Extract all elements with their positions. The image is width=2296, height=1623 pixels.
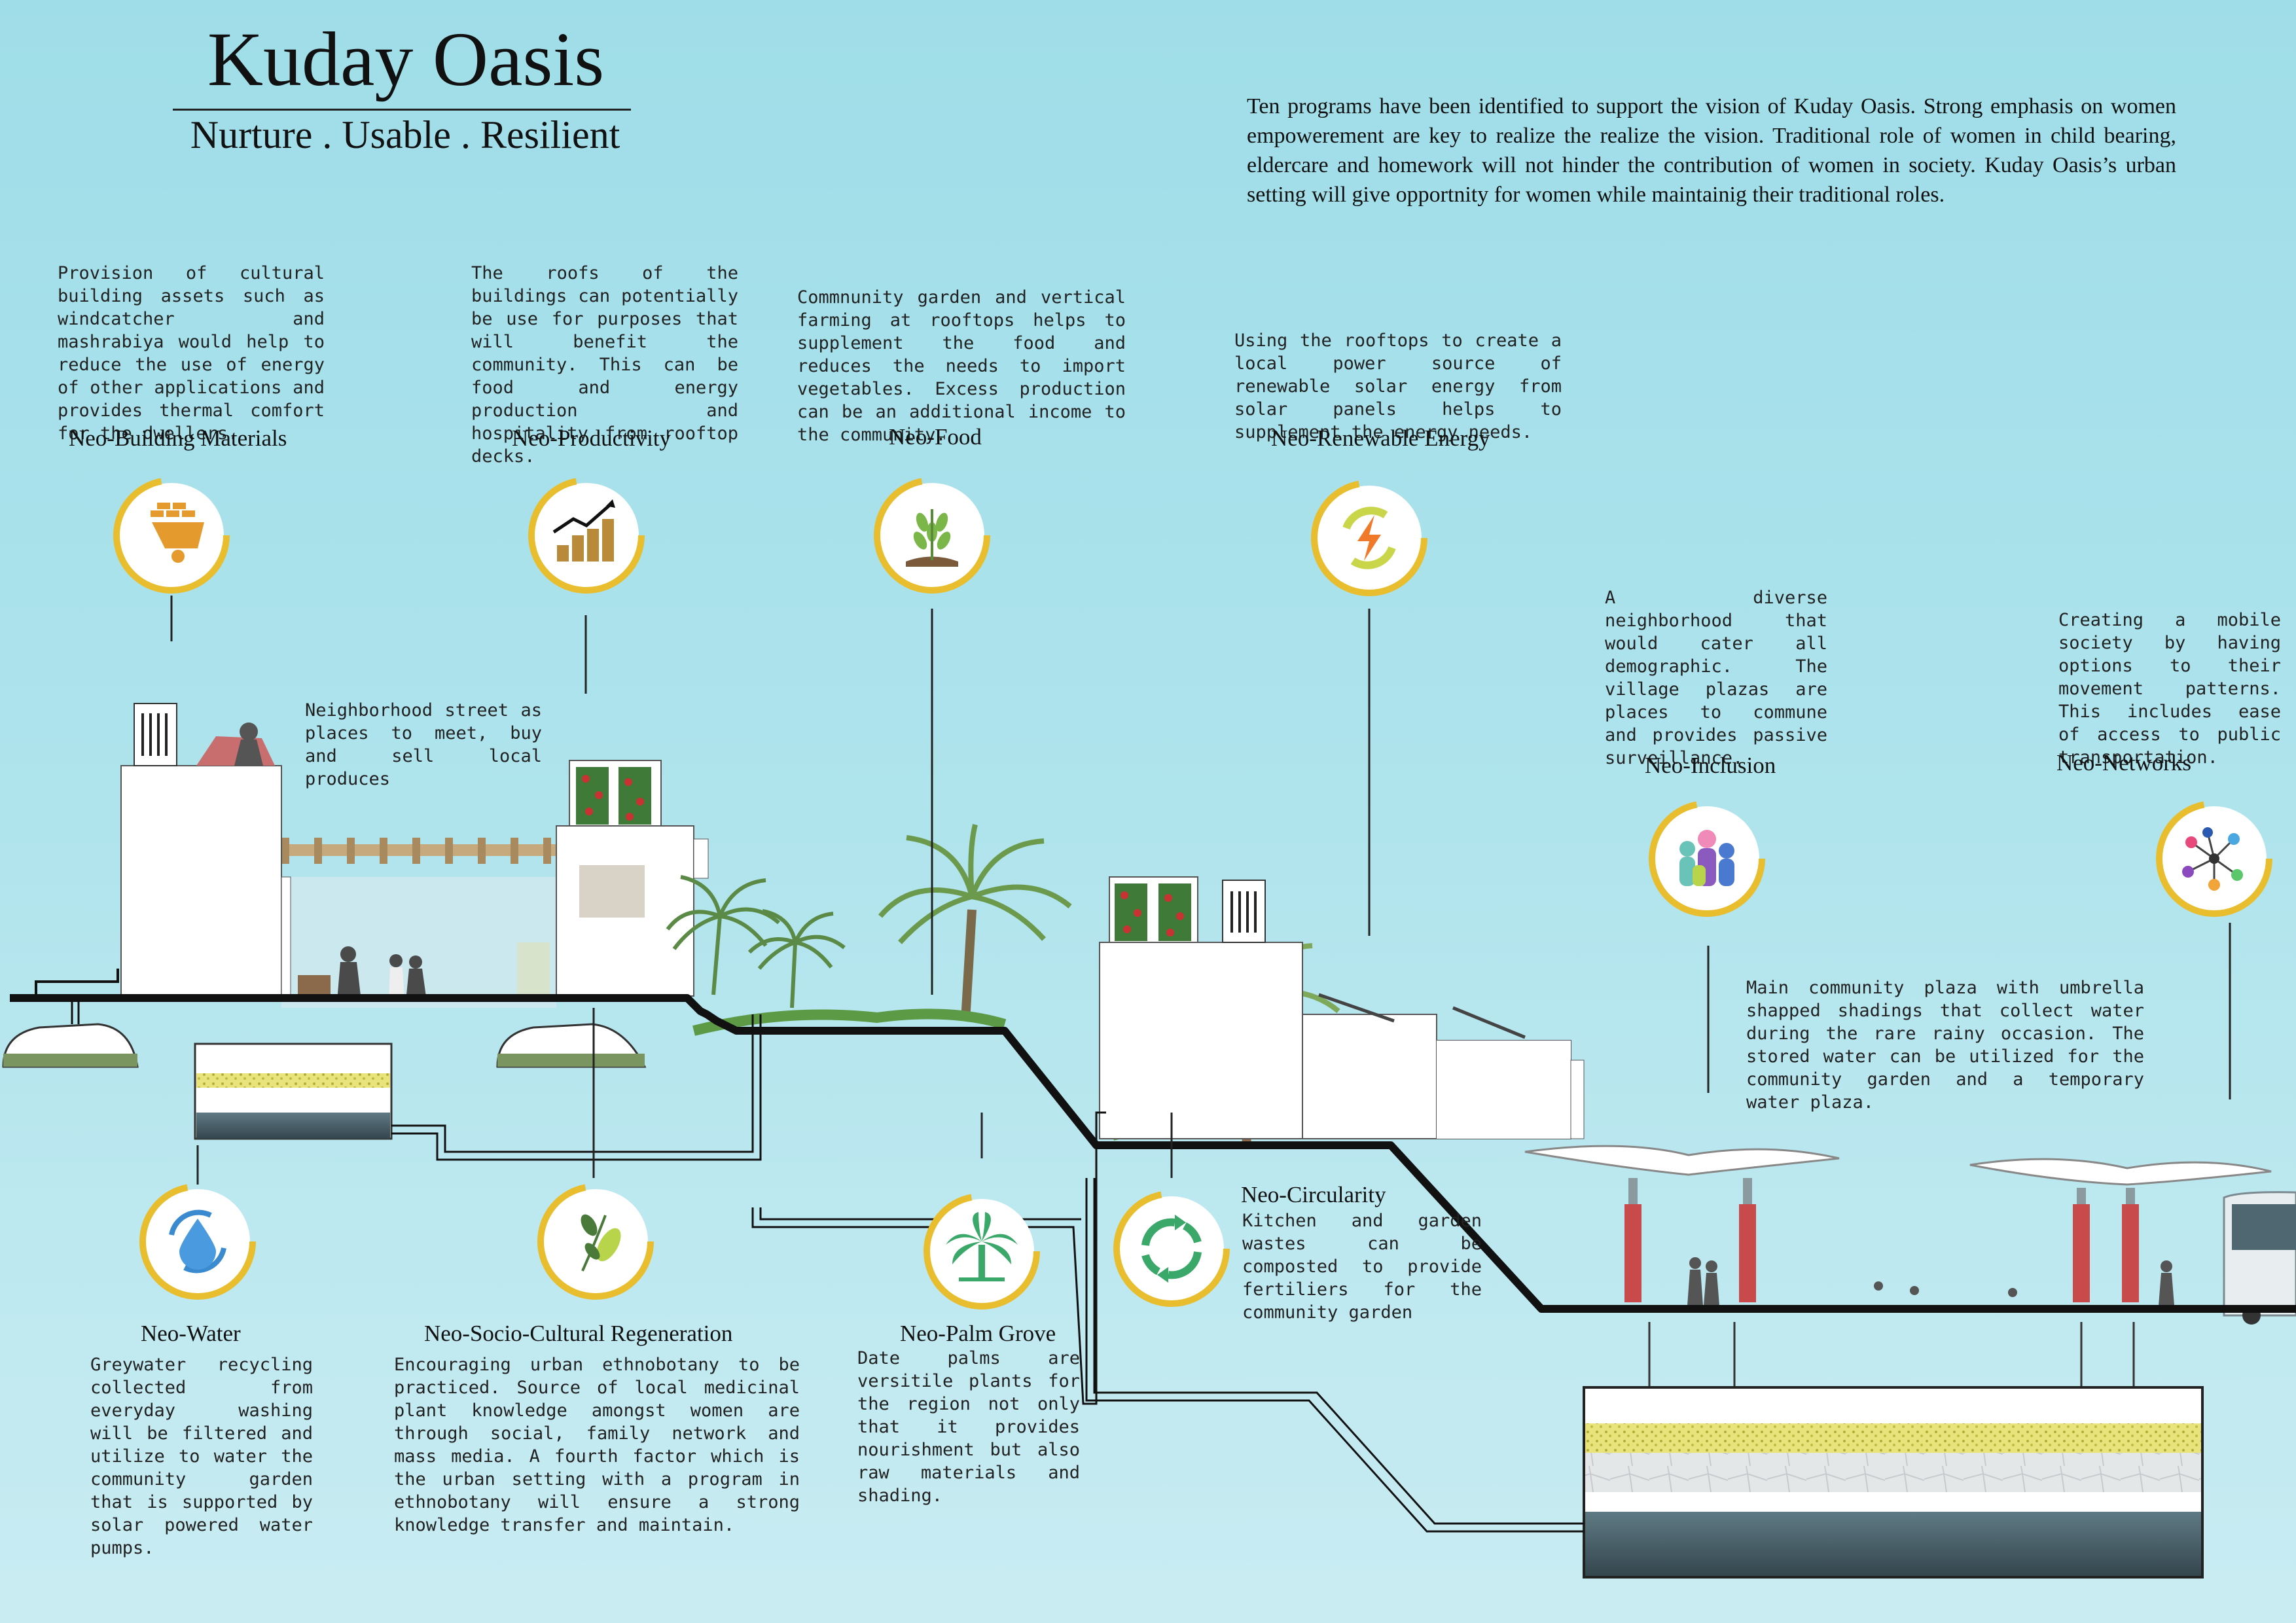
people-street <box>298 942 550 1001</box>
networks-label: Neo-Networks <box>2056 750 2192 776</box>
title-divider <box>173 109 631 111</box>
socio-cultural-label: Neo-Socio-Cultural Regeneration <box>424 1321 733 1346</box>
leader-lines <box>170 596 2231 1185</box>
bus <box>2223 1191 2296 1325</box>
building-productivity <box>556 760 709 997</box>
inclusion-desc: A diverse neighborhood that would cater … <box>1605 588 1827 768</box>
building-circularity <box>1099 876 1585 1139</box>
intro-paragraph: Ten programs have been identified to sup… <box>1247 94 2176 207</box>
productivity-label: Neo-Productivity <box>512 425 672 451</box>
palm-grove-desc: Date palms are versitile plants for the … <box>857 1348 1080 1506</box>
water-desc: Greywater recycling collected from every… <box>90 1355 313 1558</box>
page-title: Kuday Oasis <box>207 16 605 102</box>
underground-infrastructure <box>2 998 2204 1578</box>
food-label: Neo-Food <box>889 424 982 450</box>
socio-cultural-desc: Encouraging urban ethnobotany to be prac… <box>394 1355 800 1535</box>
plaza-umbrellas <box>1524 1145 2272 1387</box>
water-label: Neo-Water <box>141 1321 241 1346</box>
food-desc: Commnunity garden and vertical farming a… <box>797 287 1126 445</box>
renewable-energy-desc: Using the rooftops to create a local pow… <box>1234 330 1562 442</box>
palm-grove-label: Neo-Palm Grove <box>900 1321 1056 1346</box>
plaza-note: Main community plaza with umbrella shapp… <box>1746 978 2144 1113</box>
building-materials-label: Neo-Building Materials <box>69 425 287 451</box>
renewable-energy-label: Neo-Renewable Energy <box>1271 425 1490 451</box>
networks-desc: Creating a mobile society by having opti… <box>2058 610 2281 768</box>
people-plaza <box>1687 1257 2174 1306</box>
street-note: Neighborhood street as places to meet, b… <box>305 700 542 789</box>
circularity-desc: Kitchen and garden wastes can be compost… <box>1242 1211 1482 1323</box>
building-left <box>120 703 291 997</box>
inclusion-label: Neo-Inclusion <box>1645 753 1776 778</box>
productivity-desc: The roofs of the buildings can potential… <box>471 263 738 467</box>
circularity-label: Neo-Circularity <box>1241 1182 1386 1207</box>
page-subtitle: Nurture . Usable . Resilient <box>190 113 620 156</box>
building-materials-desc: Provision of cultural building assets su… <box>58 263 325 444</box>
